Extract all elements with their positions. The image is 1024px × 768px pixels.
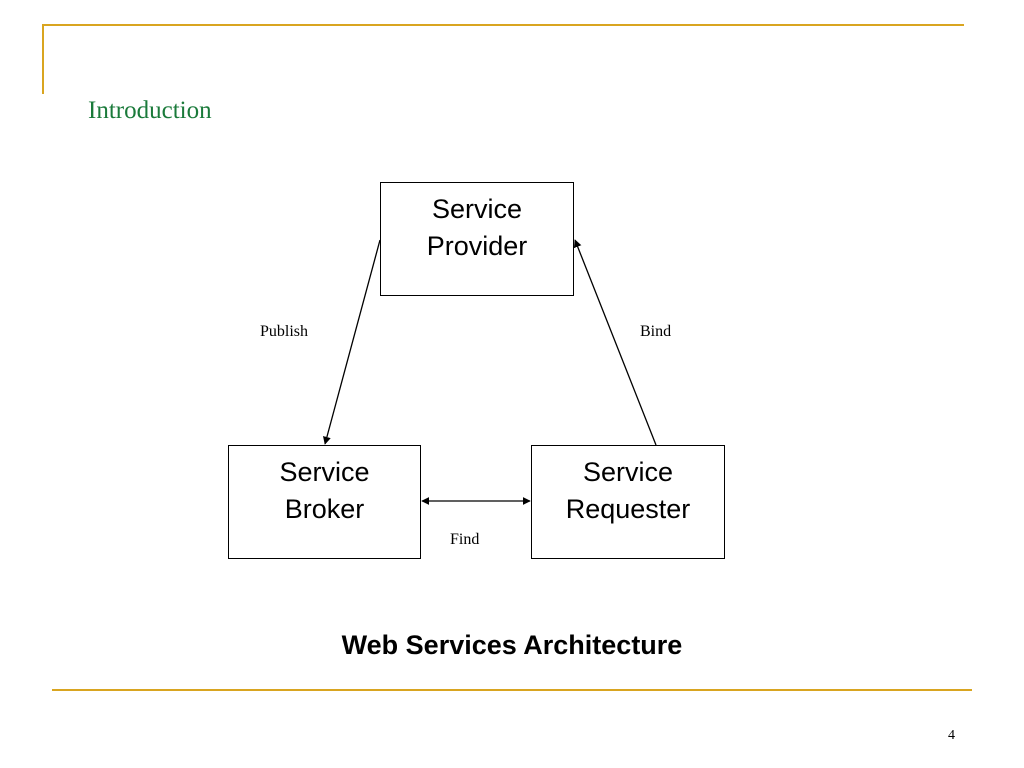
publish-label: Publish <box>260 323 309 340</box>
service-provider-label-line2: Provider <box>426 231 528 261</box>
find-label: Find <box>450 531 480 548</box>
top-vertical-rule <box>42 24 44 94</box>
service-provider-label-line1: Service <box>431 194 523 224</box>
diagram-caption: Web Services Architecture <box>341 630 683 660</box>
bottom-horizontal-rule <box>52 689 972 691</box>
top-horizontal-rule <box>42 24 964 26</box>
service-broker-label-line2: Broker <box>284 494 365 524</box>
service-provider-node: Service Provider <box>380 182 574 296</box>
page-number: 4 <box>948 728 955 743</box>
service-requester-label-line2: Requester <box>565 494 691 524</box>
service-requester-label-line1: Service <box>582 457 674 487</box>
service-broker-label-line1: Service <box>279 457 370 487</box>
service-requester-node: Service Requester <box>531 445 725 559</box>
service-broker-node: Service Broker <box>228 445 421 559</box>
bind-arrow <box>573 239 657 446</box>
slide-title: Introduction <box>88 97 212 124</box>
publish-arrow <box>323 239 381 445</box>
bind-label: Bind <box>640 323 672 340</box>
